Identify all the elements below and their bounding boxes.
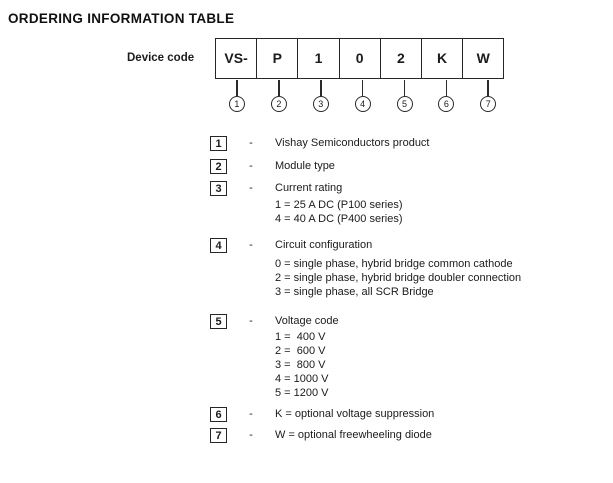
position-pointer: 2 bbox=[258, 80, 300, 112]
legend-option: 1 = 400 V bbox=[275, 331, 326, 343]
code-segment-box: 2 bbox=[381, 39, 422, 78]
position-circle: 5 bbox=[396, 96, 413, 112]
position-circle: 7 bbox=[480, 96, 497, 112]
legend-option: 3 = single phase, all SCR Bridge bbox=[275, 286, 434, 298]
legend-description: K = optional voltage suppression bbox=[275, 408, 435, 420]
dash-separator: - bbox=[249, 239, 253, 251]
legend-number-box: 6 bbox=[210, 407, 227, 422]
legend-number-box: 4 bbox=[210, 238, 227, 253]
legend-number-box: 2 bbox=[210, 159, 227, 174]
connector-line bbox=[445, 80, 448, 96]
dash-separator: - bbox=[249, 315, 253, 327]
legend-item-5: 5 - Voltage code 1 = 400 V 2 = 600 V 3 =… bbox=[210, 314, 521, 400]
device-code-label: Device code bbox=[127, 52, 195, 64]
legend-description: Module type bbox=[275, 160, 335, 172]
device-code-boxes: VS- P 1 0 2 K W bbox=[215, 38, 505, 79]
position-circle: 4 bbox=[354, 96, 371, 112]
legend-item-6: 6 - K = optional voltage suppression bbox=[210, 407, 521, 422]
legend-option: 1 = 25 A DC (P100 series) bbox=[275, 199, 403, 211]
code-segment-box: 0 bbox=[340, 39, 381, 78]
position-circle: 3 bbox=[312, 96, 329, 112]
position-pointer: 3 bbox=[300, 80, 342, 112]
dash-separator: - bbox=[249, 408, 253, 420]
connector-line bbox=[487, 80, 490, 96]
legend-description: Current rating bbox=[275, 182, 343, 194]
legend-item-1: 1 - Vishay Semiconductors product bbox=[210, 136, 521, 151]
connector-line bbox=[236, 80, 238, 96]
legend-item-4: 4 - Circuit configuration 0 = single pha… bbox=[210, 238, 521, 299]
code-segment-box: VS- bbox=[216, 39, 258, 78]
legend-option: 0 = single phase, hybrid bridge common c… bbox=[275, 258, 513, 270]
legend: 1 - Vishay Semiconductors product 2 - Mo… bbox=[210, 136, 521, 443]
legend-item-2: 2 - Module type bbox=[210, 159, 521, 174]
position-pointer: 1 bbox=[216, 80, 258, 112]
legend-option: 4 = 40 A DC (P400 series) bbox=[275, 213, 403, 225]
legend-item-3: 3 - Current rating 1 = 25 A DC (P100 ser… bbox=[210, 181, 521, 226]
dash-separator: - bbox=[249, 429, 253, 441]
position-circle: 1 bbox=[228, 96, 245, 112]
code-segment-box: W bbox=[476, 50, 490, 67]
legend-option: 4 = 1000 V bbox=[275, 373, 329, 385]
legend-number-box: 7 bbox=[210, 428, 227, 443]
connector-line bbox=[319, 80, 322, 96]
legend-option: 5 = 1200 V bbox=[275, 387, 329, 399]
legend-option: 3 = 800 V bbox=[275, 359, 326, 371]
position-circle: 6 bbox=[438, 96, 455, 112]
connector-line bbox=[403, 80, 406, 96]
legend-description: Voltage code bbox=[275, 315, 339, 327]
legend-item-7: 7 - W = optional freewheeling diode bbox=[210, 428, 521, 443]
code-segment-box: 1 bbox=[298, 39, 340, 78]
position-pointer: 4 bbox=[342, 80, 384, 112]
connector-line bbox=[361, 80, 364, 96]
legend-description: Circuit configuration bbox=[275, 239, 373, 251]
legend-description: Vishay Semiconductors product bbox=[275, 137, 430, 149]
legend-number-box: 1 bbox=[210, 136, 227, 151]
legend-option: 2 = single phase, hybrid bridge doubler … bbox=[275, 272, 522, 284]
position-circle: 2 bbox=[270, 96, 287, 112]
dash-separator: - bbox=[249, 137, 253, 149]
dash-separator: - bbox=[249, 160, 253, 172]
legend-description: W = optional freewheeling diode bbox=[275, 429, 432, 441]
legend-number-box: 3 bbox=[210, 181, 227, 196]
position-pointer: 5 bbox=[384, 80, 426, 112]
code-segment-box: K bbox=[422, 39, 464, 78]
legend-option: 2 = 600 V bbox=[275, 345, 326, 357]
code-segment-box: P bbox=[257, 39, 299, 78]
dash-separator: - bbox=[249, 182, 253, 194]
legend-number-box: 5 bbox=[210, 314, 227, 329]
position-pointers: 1 2 3 4 5 6 7 bbox=[216, 80, 509, 112]
position-pointer: 7 bbox=[467, 80, 509, 112]
position-pointer: 6 bbox=[425, 80, 467, 112]
page-title: ORDERING INFORMATION TABLE bbox=[8, 11, 235, 26]
connector-line bbox=[278, 80, 280, 96]
